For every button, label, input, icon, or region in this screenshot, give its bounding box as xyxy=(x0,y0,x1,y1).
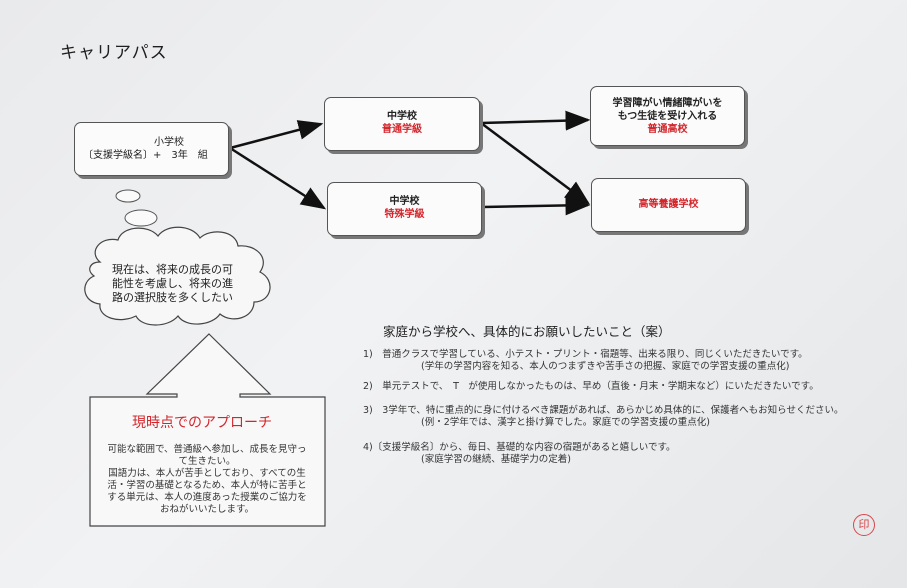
elementary-label: 小学校 xyxy=(154,137,184,148)
page-title: キャリアパス xyxy=(60,43,168,63)
approach-line: おねがいいたします。 xyxy=(159,504,255,515)
request-item-1: 1) 普通クラスで学習している、小テスト・プリント・宿題等、出来る限り、同じくい… xyxy=(363,349,808,373)
request-item-3: 3) 3学年で、特に重点的に身に付けるべき課題があれば、あらかじめ具体的に、保護… xyxy=(363,405,843,429)
request-main: 4)〔支援学級名〕から、毎日、基礎的な内容の宿題があると嬉しいです。 xyxy=(363,442,676,453)
jhs-regular-class: 普通学級 xyxy=(382,124,422,135)
arrow-jhs-special-to-hs-special xyxy=(482,195,591,216)
thought-line: 路の選択肢を多くしたい xyxy=(112,291,233,304)
jhs-special-class: 特殊学級 xyxy=(384,209,425,220)
request-main: 1) 普通クラスで学習している、小テスト・プリント・宿題等、出来る限り、同じくい… xyxy=(363,349,808,360)
jhs-special-name: 中学校 xyxy=(389,196,420,207)
junior-high-regular-box: 中学校 普通学級 xyxy=(324,97,480,151)
approach-line: 国語力は、本人が苦手としており、すべての生 xyxy=(108,468,306,479)
arrow-elem-to-jhs-regular xyxy=(229,120,324,150)
approach-line: 可能な範囲で、普通級へ参加し、成長を見守っ xyxy=(107,444,307,455)
approach-line: する単元は、本人の進度あった授業のご協力を xyxy=(107,492,307,503)
high-school-special-box: 高等養護学校 xyxy=(591,178,746,232)
request-sub: (学年の学習内容を知る、本人のつまずきや苦手さの把握、家庭での学習支援の重点化) xyxy=(421,361,790,372)
thought-bubble-small xyxy=(115,189,141,203)
requests-title: 家庭から学校へ、具体的にお願いしたいこと（案） xyxy=(383,324,671,339)
request-main: 2) 単元テストで、 T が使用しなかったものは、早め（直後・月末・学期末など）… xyxy=(363,381,819,392)
approach-arrow-box xyxy=(89,333,326,527)
high-school-regular-box: 学習障がい情緒障がいを もつ生徒を受け入れる 普通高校 xyxy=(590,86,745,146)
thought-cloud xyxy=(84,226,271,326)
arrow-elem-to-jhs-special xyxy=(229,146,327,210)
hs-special-name: 高等養護学校 xyxy=(638,199,699,210)
arrow-jhs-regular-to-hs-regular xyxy=(480,110,591,131)
thought-cloud-text: 現在は、将来の成長の可 能性を考慮し、将来の進 路の選択肢を多くしたい xyxy=(112,263,252,305)
request-sub: (例・2学年では、漢字と掛け算でした。家庭での学習支援の重点化) xyxy=(421,417,710,428)
approach-title: 現時点でのアプローチ xyxy=(132,415,272,431)
thought-line: 能性を考慮し、将来の進 xyxy=(112,277,233,290)
arrow-jhs-regular-to-hs-special xyxy=(480,121,591,205)
hs-regular-name: 普通高校 xyxy=(647,124,688,135)
elementary-school-box: 小学校 〔支援学級名〕+ 3年 組 xyxy=(74,122,229,176)
thought-bubble-medium xyxy=(124,209,158,227)
jhs-regular-name: 中学校 xyxy=(387,111,417,122)
request-item-2: 2) 単元テストで、 T が使用しなかったものは、早め（直後・月末・学期末など）… xyxy=(363,381,819,393)
approach-line: 活・学習の基礎となるため、本人が特に苦手と xyxy=(107,480,307,491)
seal-stamp: 印 xyxy=(853,514,875,536)
hs-regular-desc-1: 学習障がい情緒障がいを xyxy=(612,98,723,109)
hs-regular-desc-2: もつ生徒を受け入れる xyxy=(617,111,718,122)
elementary-class-label: 〔支援学級名〕+ 3年 組 xyxy=(83,150,208,161)
request-item-4: 4)〔支援学級名〕から、毎日、基礎的な内容の宿題があると嬉しいです。 (家庭学習… xyxy=(363,442,676,466)
approach-body: 可能な範囲で、普通級へ参加し、成長を見守っ て生きたい。 国語力は、本人が苦手と… xyxy=(94,444,320,516)
junior-high-special-box: 中学校 特殊学級 xyxy=(327,182,482,236)
request-sub: (家庭学習の継続、基礎学力の定着) xyxy=(421,454,571,465)
thought-line: 現在は、将来の成長の可 xyxy=(112,263,233,276)
approach-line: て生きたい。 xyxy=(178,456,236,467)
request-main: 3) 3学年で、特に重点的に身に付けるべき課題があれば、あらかじめ具体的に、保護… xyxy=(363,405,844,416)
